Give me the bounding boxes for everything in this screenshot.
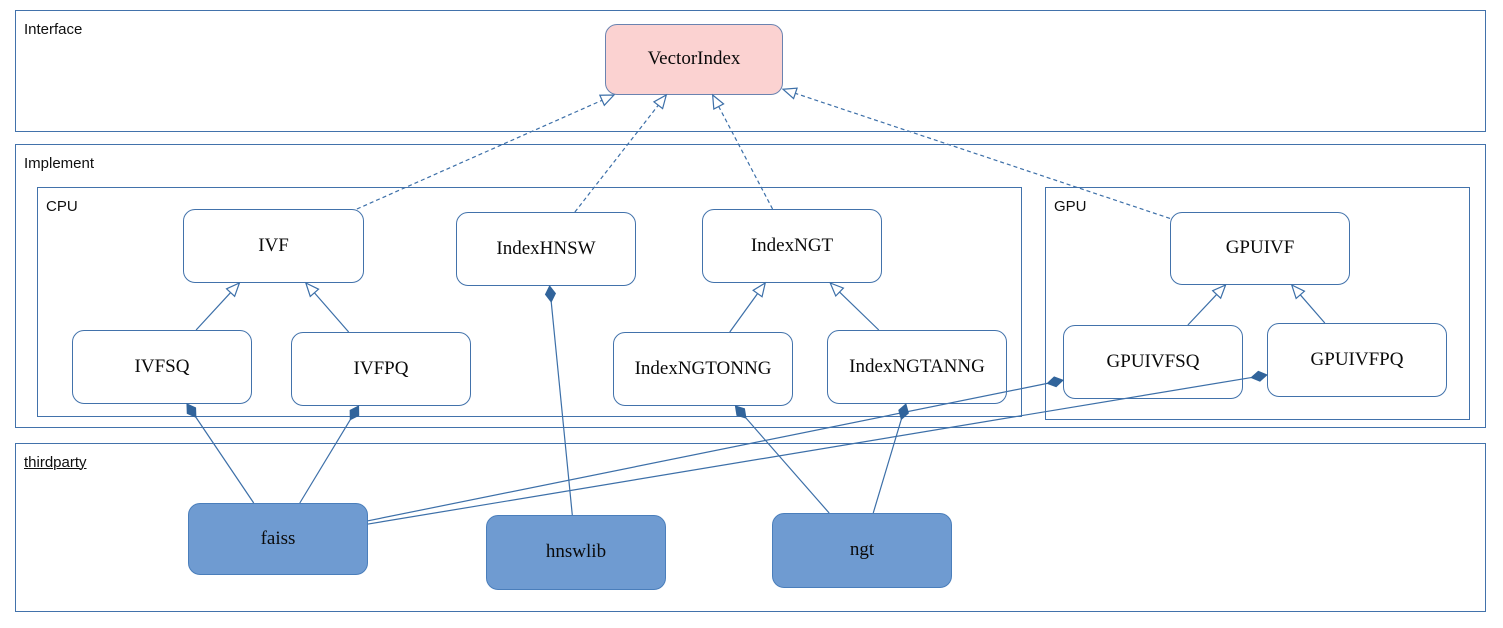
edge-line-e-gpuivfsq-gpuivf <box>1187 294 1218 326</box>
edge-line-e-faiss-ivfpq <box>299 419 351 504</box>
node-label-indexngtanng: IndexNGTANNG <box>849 355 985 377</box>
edge-line-e-ivfsq-ivf <box>195 292 232 331</box>
node-label-hnswlib: hnswlib <box>545 541 607 563</box>
node-indexngtonng[interactable]: IndexNGTONNG <box>613 332 793 406</box>
edge-line-e-ivf-vectorindex <box>356 99 603 210</box>
node-label-faiss: faiss <box>260 527 296 549</box>
node-ivfpq[interactable]: IVFPQ <box>291 332 471 406</box>
edge-line-e-faiss-ivfsq <box>195 416 255 504</box>
node-indexhnsw[interactable]: IndexHNSW <box>456 212 636 286</box>
node-gpuivf[interactable]: GPUIVF <box>1170 212 1350 285</box>
node-label-gpuivfpq: GPUIVFPQ <box>1310 348 1404 370</box>
group-label-cpu: CPU <box>46 198 78 215</box>
edge-line-e-ngt-vectorindex <box>718 106 774 210</box>
node-ivf[interactable]: IVF <box>183 209 364 283</box>
node-indexngtanng[interactable]: IndexNGTANNG <box>827 330 1007 404</box>
edge-line-e-onng-ngt <box>729 293 759 333</box>
edge-line-e-anng-ngt <box>839 291 880 331</box>
edge-line-e-hnswlib-indexhnsw <box>550 301 573 516</box>
node-indexngt[interactable]: IndexNGT <box>702 209 882 283</box>
edge-line-e-faiss-gpuivfpq <box>367 376 1252 525</box>
node-label-indexngt: IndexNGT <box>750 234 834 256</box>
node-gpuivfpq[interactable]: GPUIVFPQ <box>1267 323 1447 397</box>
edge-line-e-hnsw-vectorindex <box>574 104 659 213</box>
node-label-gpuivf: GPUIVF <box>1225 237 1295 259</box>
group-label-gpu: GPU <box>1054 198 1087 215</box>
edge-line-e-faiss-gpuivfsq <box>367 382 1048 522</box>
node-ngt[interactable]: ngt <box>772 513 952 588</box>
node-label-indexhnsw: IndexHNSW <box>496 237 596 259</box>
node-vectorindex[interactable]: VectorIndex <box>605 24 783 95</box>
edge-line-e-gpuivf-vectorindex <box>795 92 1171 220</box>
node-gpuivfsq[interactable]: GPUIVFSQ <box>1063 325 1243 399</box>
node-label-vectorindex: VectorIndex <box>647 48 741 70</box>
node-hnswlib[interactable]: hnswlib <box>486 515 666 590</box>
node-label-ngt: ngt <box>849 539 875 561</box>
group-label-implement: Implement <box>24 155 95 172</box>
group-container-implement <box>15 144 1486 428</box>
edge-line-e-ngt-anng <box>872 419 902 514</box>
node-label-ivfpq: IVFPQ <box>353 357 409 379</box>
node-faiss[interactable]: faiss <box>188 503 368 575</box>
group-label-interface: Interface <box>24 21 83 38</box>
group-container-cpu <box>37 187 1022 417</box>
node-label-ivf: IVF <box>258 234 289 256</box>
group-container-gpu <box>1045 187 1470 420</box>
node-label-indexngtonng: IndexNGTONNG <box>634 357 772 379</box>
group-label-thirdparty: thirdparty <box>24 454 87 471</box>
edge-line-e-ngt-onng <box>745 417 830 514</box>
edge-line-e-ivfpq-ivf <box>313 292 350 333</box>
group-container-interface <box>15 10 1486 132</box>
node-ivfsq[interactable]: IVFSQ <box>72 330 252 404</box>
node-label-ivfsq: IVFSQ <box>134 355 190 377</box>
edge-line-e-gpuivfpq-gpuivf <box>1299 294 1326 324</box>
node-label-gpuivfsq: GPUIVFSQ <box>1106 350 1200 372</box>
